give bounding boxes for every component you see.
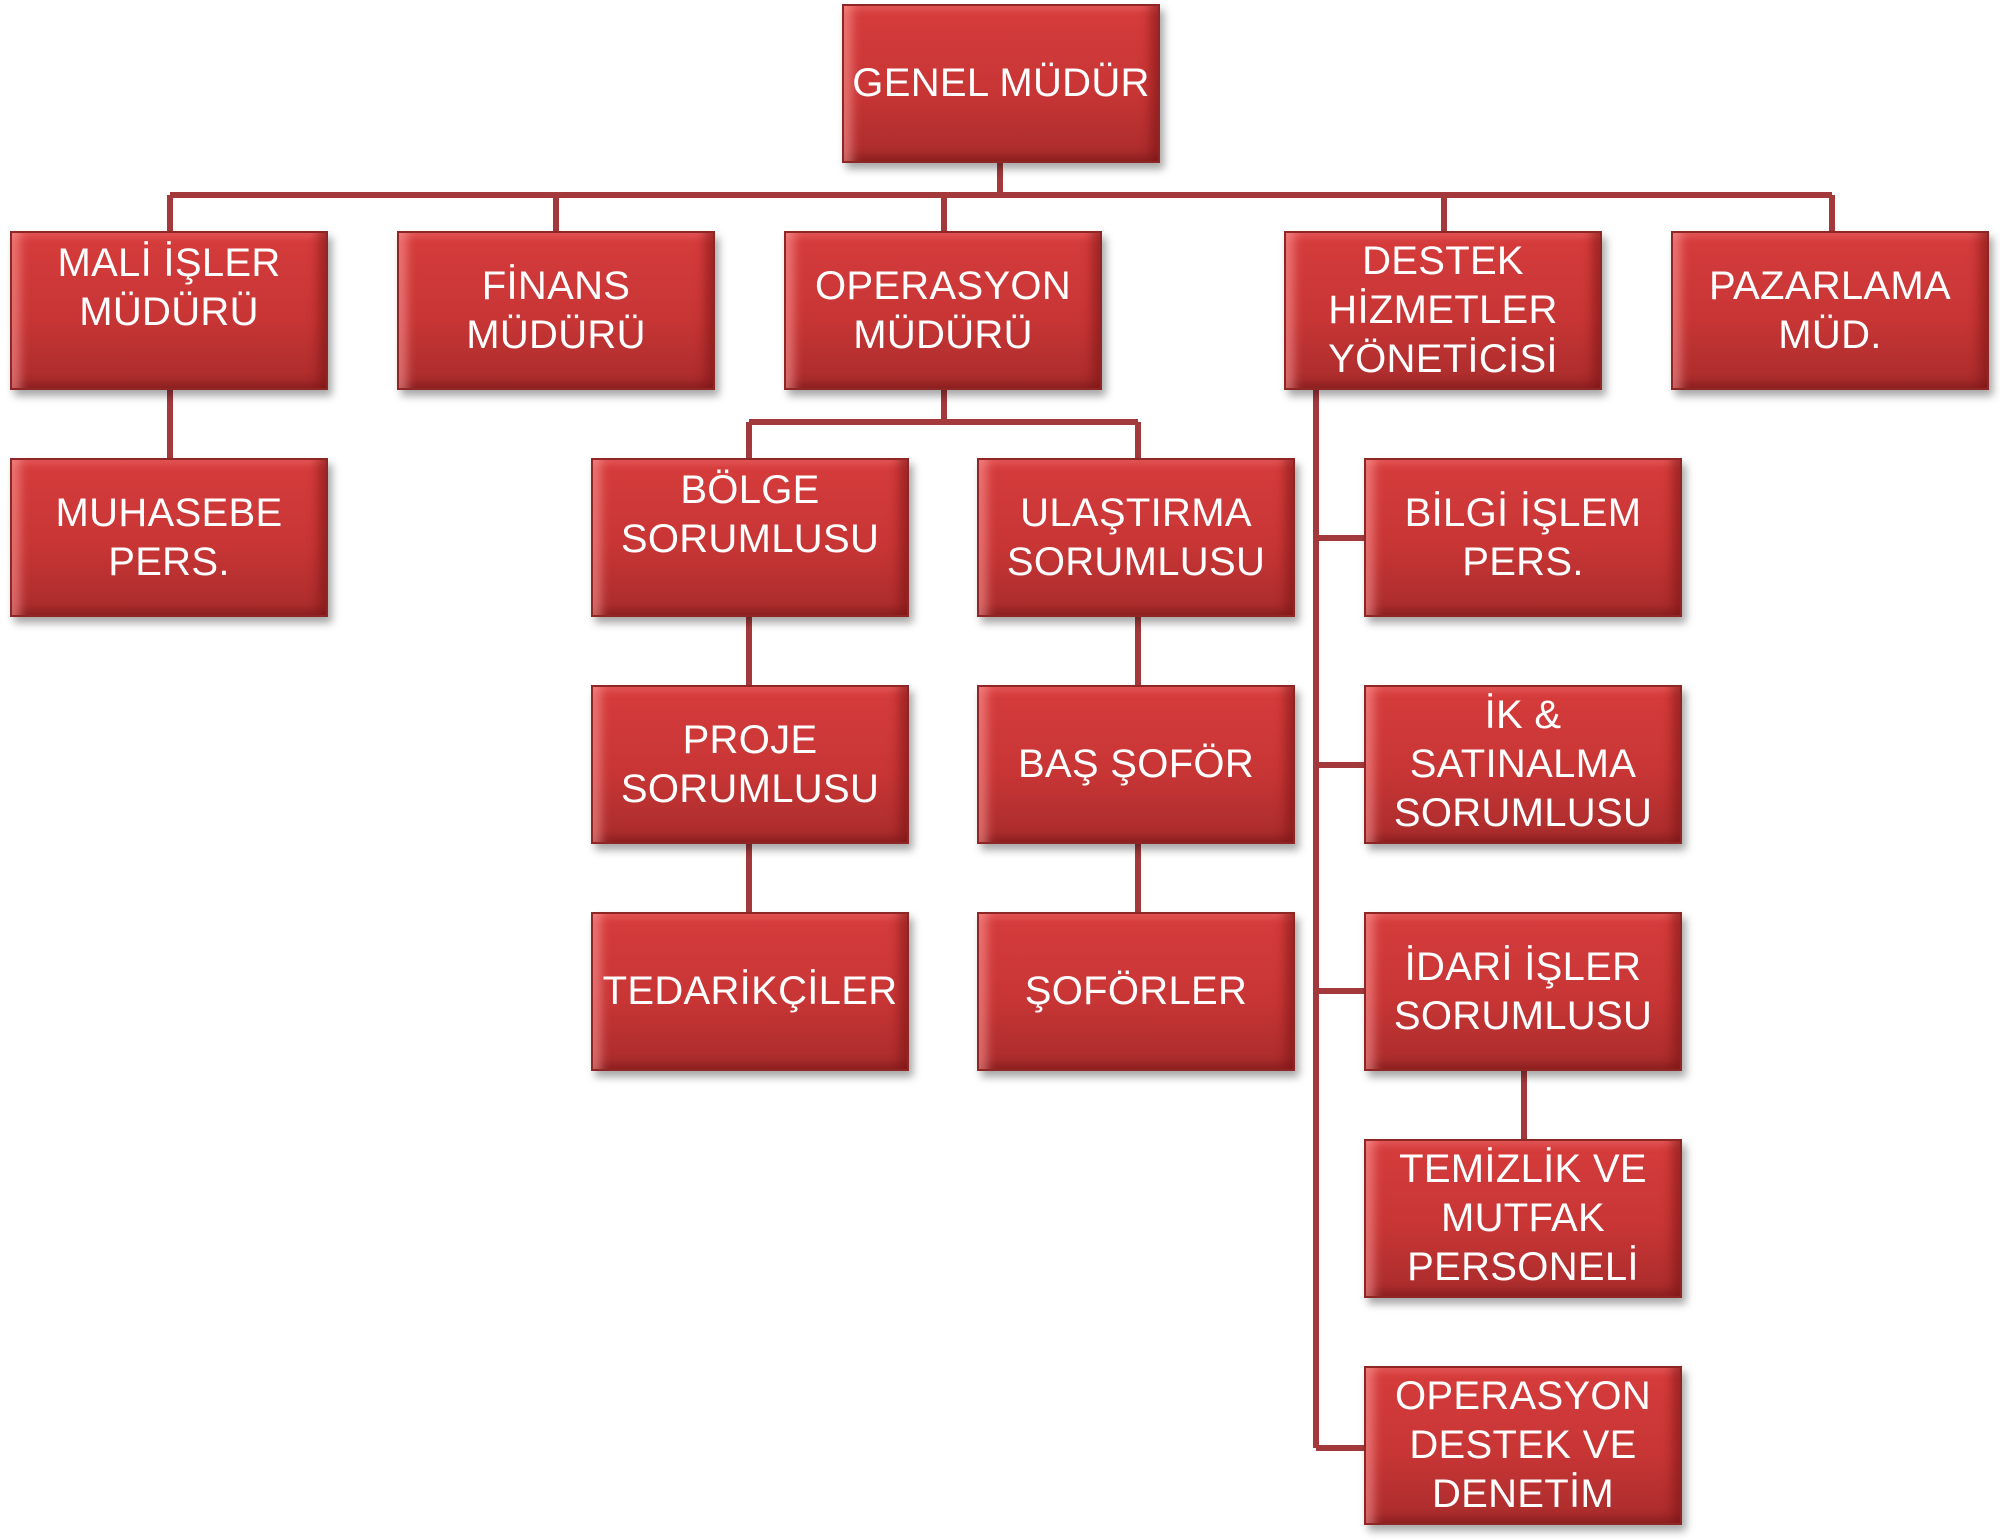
node-pazarlama: PAZARLAMA MÜD. — [1671, 231, 1989, 390]
node-proje: PROJE SORUMLUSU — [591, 685, 909, 844]
node-tedarikciler: TEDARİKÇİLER — [591, 912, 909, 1071]
node-soforler: ŞOFÖRLER — [977, 912, 1295, 1071]
node-bas-sofor: BAŞ ŞOFÖR — [977, 685, 1295, 844]
node-bolge: BÖLGE SORUMLUSU — [591, 458, 909, 617]
node-temizlik-mutfak: TEMİZLİK VE MUTFAK PERSONELİ — [1364, 1139, 1682, 1298]
node-ik-satinalma: İK & SATINALMA SORUMLUSU — [1364, 685, 1682, 844]
node-finans: FİNANS MÜDÜRÜ — [397, 231, 715, 390]
node-operasyon: OPERASYON MÜDÜRÜ — [784, 231, 1102, 390]
connector-destek — [1313, 389, 1527, 1451]
node-operasyon-destek: OPERASYON DESTEK VE DENETİM — [1364, 1366, 1682, 1525]
node-destek-hizmetler: DESTEK HİZMETLER YÖNETİCİSİ — [1284, 231, 1602, 390]
node-idari-isler: İDARİ İŞLER SORUMLUSU — [1364, 912, 1682, 1071]
connector-operasyon — [746, 389, 1141, 912]
connector-root — [167, 163, 1835, 231]
node-bilgi-islem: BİLGİ İŞLEM PERS. — [1364, 458, 1682, 617]
node-genel-mudur: GENEL MÜDÜR — [842, 4, 1160, 163]
node-muhasebe: MUHASEBE PERS. — [10, 458, 328, 617]
node-mali-isler: MALİ İŞLER MÜDÜRÜ — [10, 231, 328, 390]
node-ulastirma: ULAŞTIRMA SORUMLUSU — [977, 458, 1295, 617]
